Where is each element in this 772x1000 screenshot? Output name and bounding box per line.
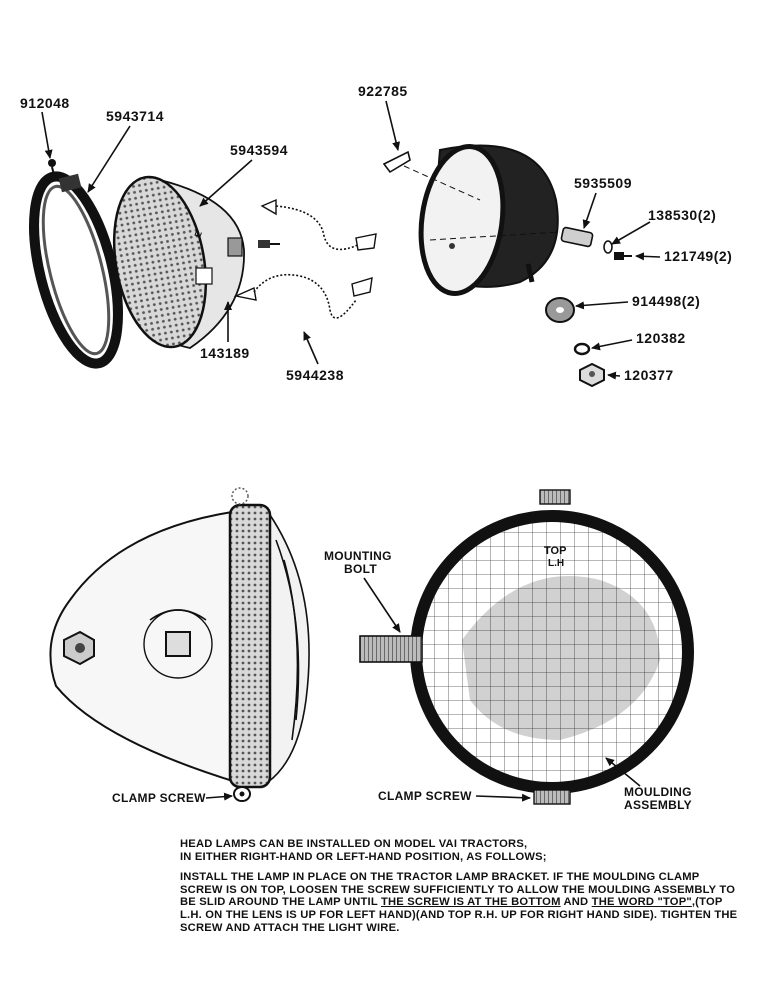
installation-instructions: HEAD LAMPS CAN BE INSTALLED ON MODEL VAI… — [180, 838, 740, 942]
instructions-procedure: INSTALL THE LAMP IN PLACE ON THE TRACTOR… — [180, 871, 738, 934]
bracket-5935509 — [560, 226, 594, 248]
label-5943594: 5943594 — [230, 142, 288, 158]
lamp-front-view: TOP L.H — [359, 489, 694, 805]
clip-922785 — [382, 150, 411, 174]
instructions-intro: HEAD LAMPS CAN BE INSTALLED ON MODEL VAI… — [180, 838, 547, 863]
label-5944238: 5944238 — [286, 367, 344, 383]
label-clamp-screw-left: CLAMP SCREW — [112, 791, 206, 805]
label-clamp-screw-right: CLAMP SCREW — [378, 789, 472, 803]
label-mounting-line1: MOUNTING — [324, 549, 392, 563]
label-5935509: 5935509 — [574, 175, 632, 191]
label-922785: 922785 — [358, 83, 408, 99]
lamp-side-view — [49, 487, 310, 802]
screw-912048 — [48, 159, 56, 176]
lamp-shell — [418, 144, 559, 296]
sealed-beam-unit: E — [112, 175, 245, 349]
clip-alignment-line — [403, 165, 481, 201]
label-121749: 121749(2) — [664, 248, 732, 264]
label-moulding-line1: MOULDING — [624, 785, 692, 799]
lockwasher-120382 — [573, 342, 591, 356]
washer-138530 — [603, 240, 613, 254]
label-143189: 143189 — [200, 345, 250, 361]
label-120382: 120382 — [636, 330, 686, 346]
label-914498: 914498(2) — [632, 293, 700, 309]
label-mounting-line2: BOLT — [344, 562, 377, 576]
label-5943714: 5943714 — [106, 108, 164, 124]
screw-121749 — [614, 252, 632, 260]
svg-text:TOP: TOP — [544, 545, 566, 557]
wire-harness — [233, 198, 377, 319]
label-138530: 138530(2) — [648, 207, 716, 223]
svg-text:E: E — [192, 230, 203, 239]
terminal-screw — [258, 240, 280, 248]
label-120377: 120377 — [624, 367, 674, 383]
label-912048: 912048 — [20, 95, 70, 111]
bolt-alignment-line — [429, 231, 561, 241]
retaining-ring — [29, 171, 123, 369]
label-moulding-line2: ASSEMBLY — [624, 798, 692, 812]
svg-text:L.H: L.H — [548, 558, 564, 569]
